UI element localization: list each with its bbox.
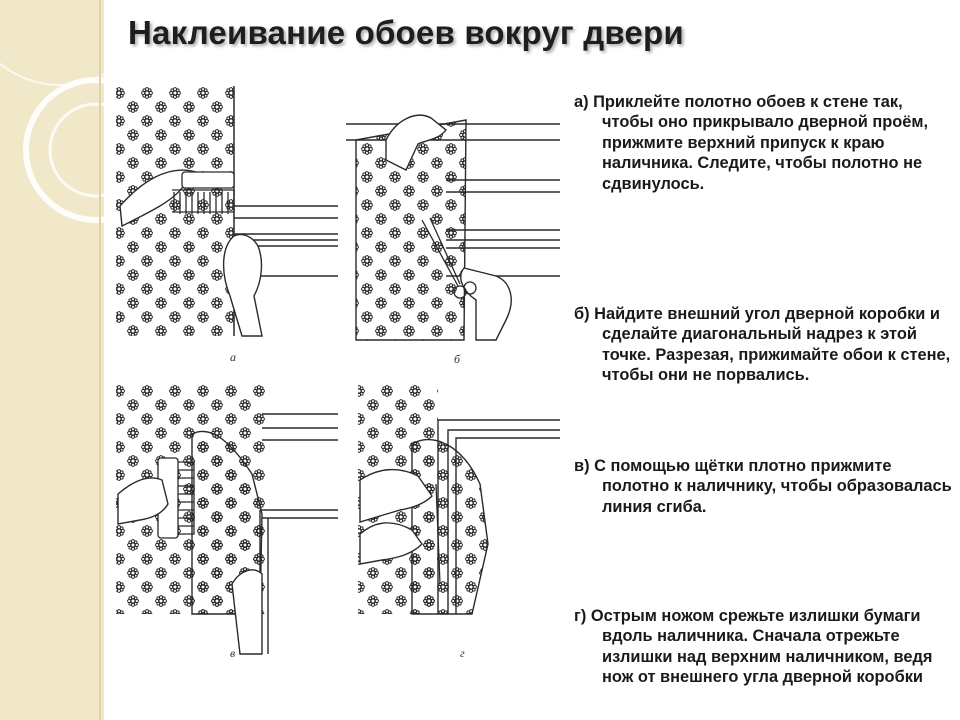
figure-caption: а bbox=[230, 350, 236, 364]
hand-icon bbox=[117, 477, 263, 655]
figure-c: в bbox=[112, 384, 338, 664]
figure-b: б bbox=[346, 100, 560, 368]
hand-icon bbox=[385, 114, 512, 341]
step-c: в) С помощью щётки плотно прижмите полот… bbox=[574, 457, 952, 516]
hand-icon bbox=[222, 233, 263, 337]
figure-caption: г bbox=[460, 646, 465, 660]
flower-pattern-icon bbox=[411, 439, 489, 615]
figure-d: г bbox=[352, 384, 560, 664]
figure-caption: б bbox=[454, 352, 461, 366]
decorative-arcs bbox=[0, 0, 104, 720]
step-a: а) Приклейте полотно обоев к стене так, … bbox=[574, 93, 929, 193]
brush-icon bbox=[157, 457, 195, 539]
hand-icon bbox=[359, 468, 433, 565]
step-b: б) Найдите внешний угол дверной коробки … bbox=[574, 305, 951, 385]
scissors-icon bbox=[421, 217, 477, 299]
decorative-side-band bbox=[0, 0, 104, 720]
page-title: Наклеивание обоев вокруг двери bbox=[128, 14, 684, 51]
figure-a: а bbox=[112, 86, 338, 366]
knife-icon bbox=[435, 483, 441, 585]
flower-pattern-icon bbox=[191, 430, 263, 615]
brush-icon bbox=[172, 171, 235, 214]
door-casing-icon bbox=[259, 413, 338, 654]
figure-caption: в bbox=[230, 646, 236, 660]
step-d: г) Острым ножом срежьте излишки бумаги в… bbox=[574, 607, 933, 687]
